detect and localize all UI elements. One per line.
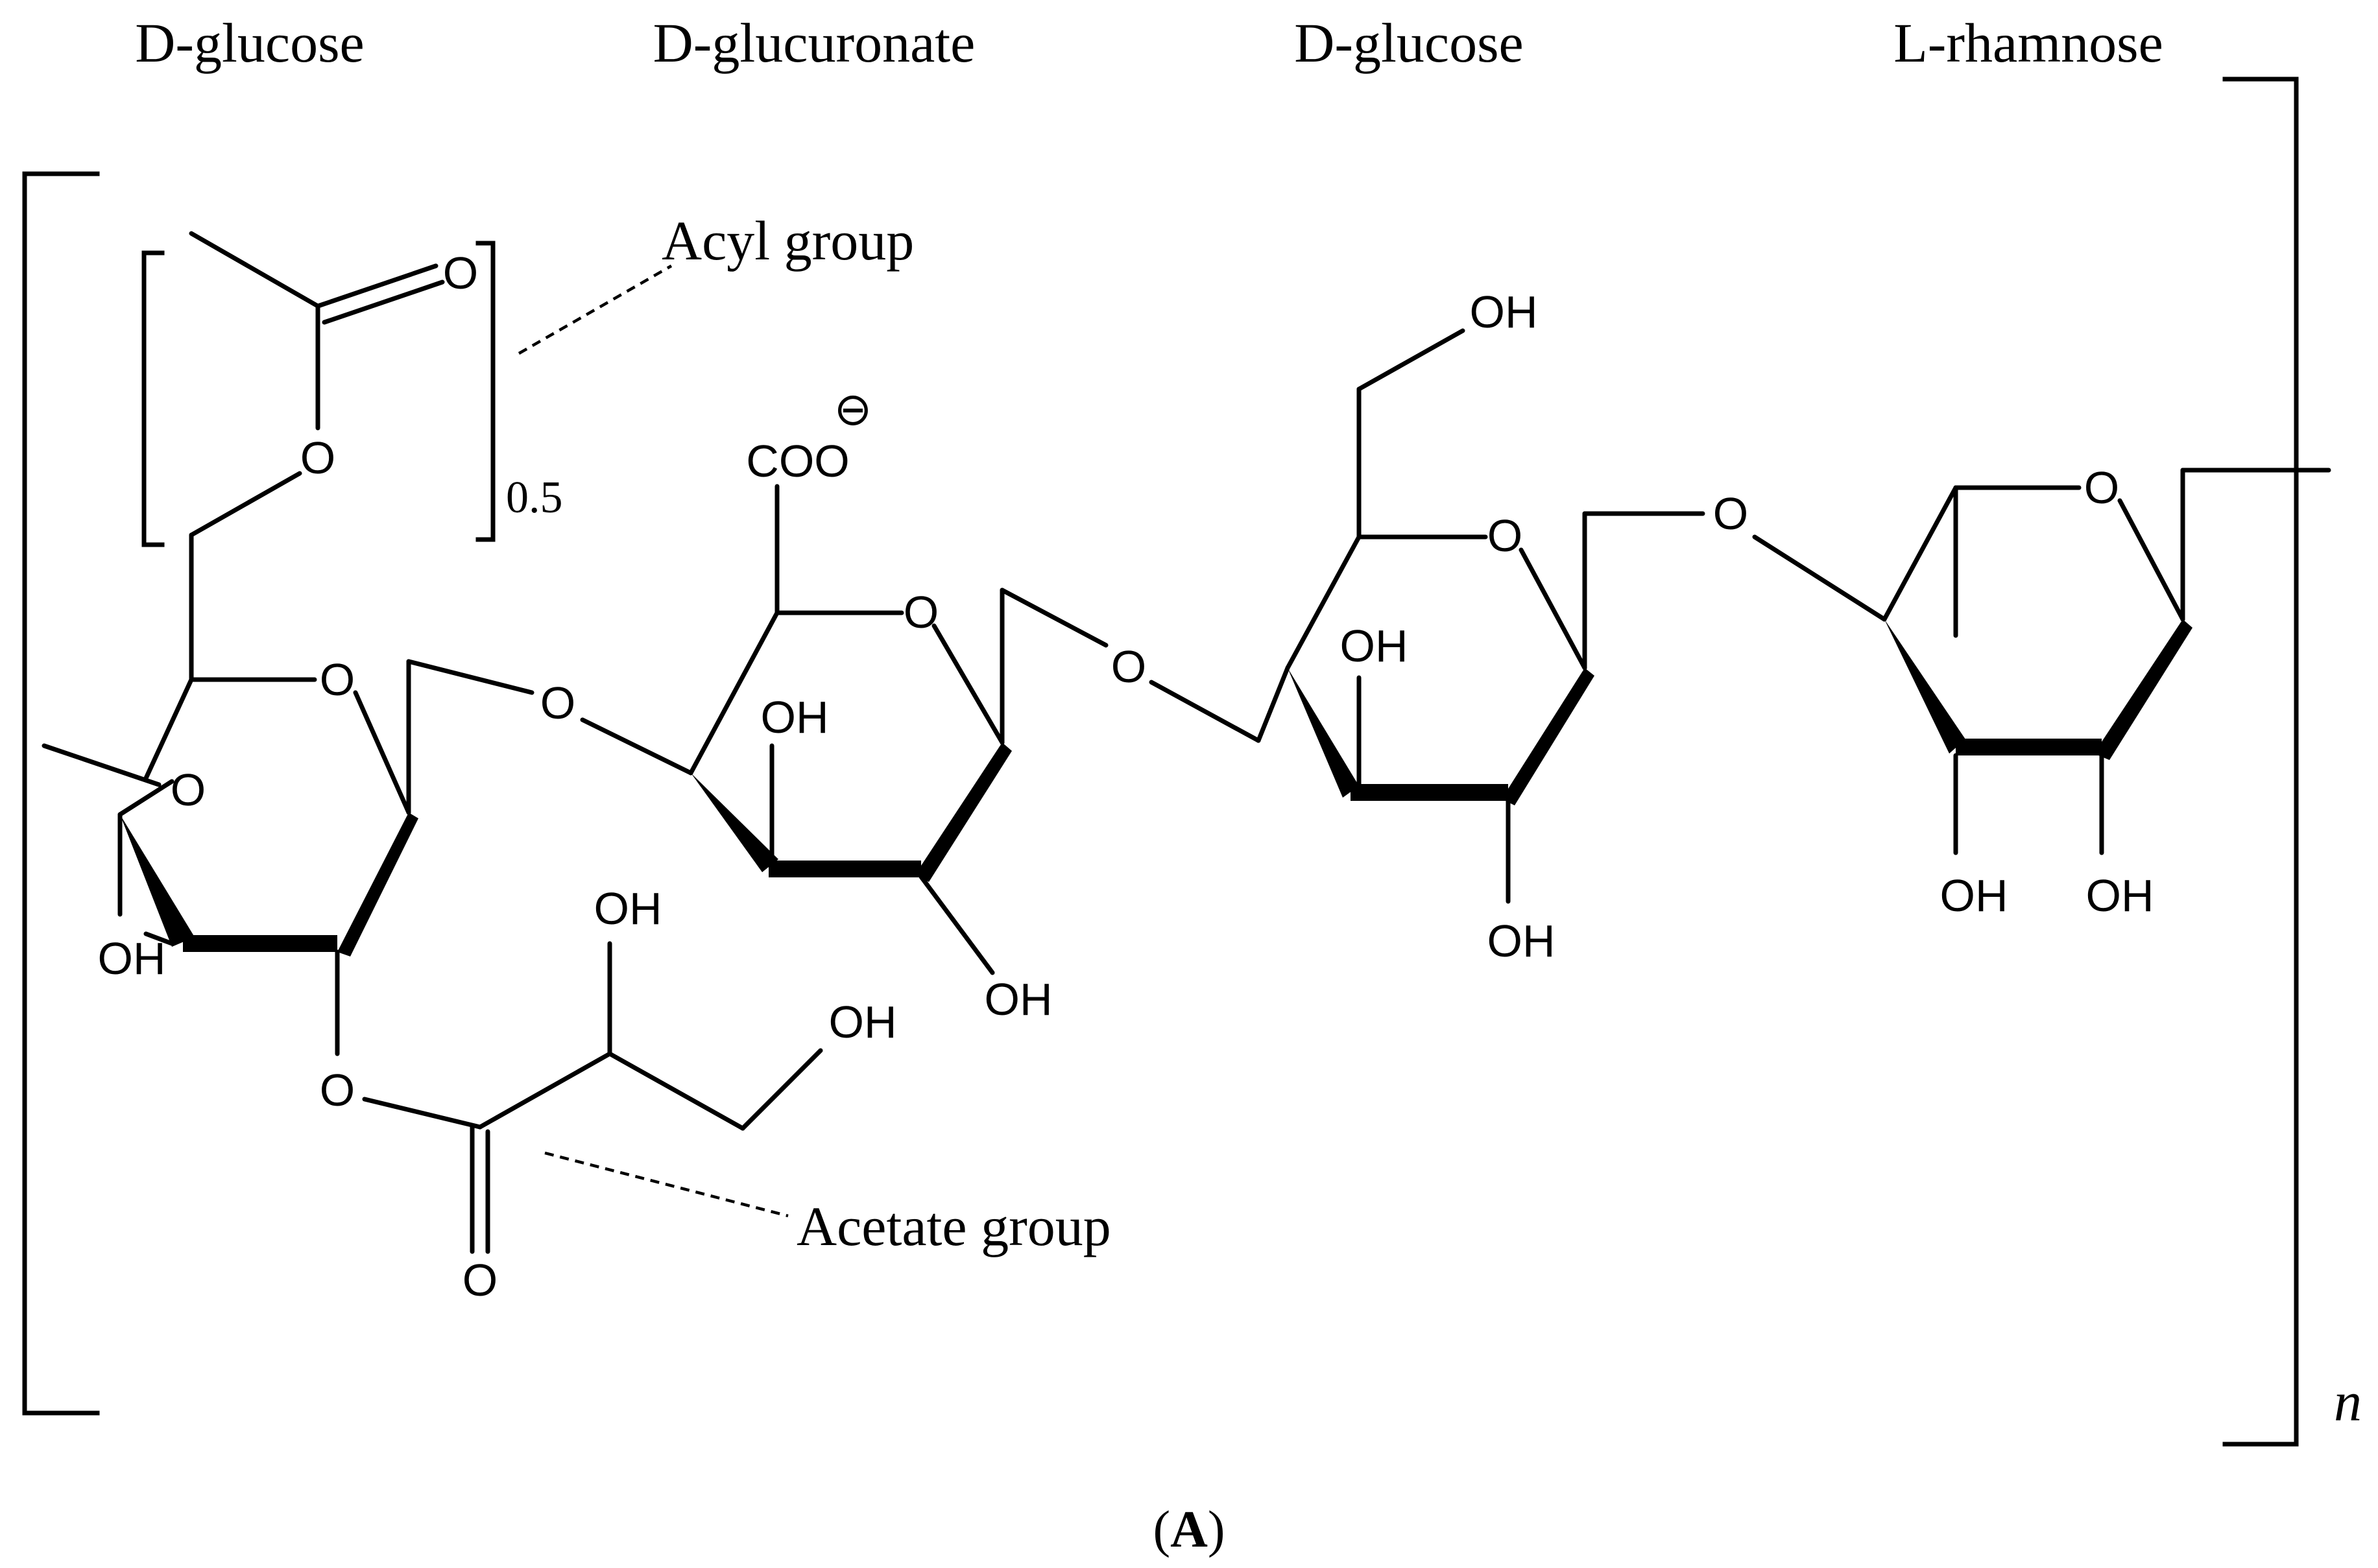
acyl-ester-oxygen: O	[300, 433, 335, 483]
g1-methyl-stub	[42, 743, 162, 787]
sugar-name-d-glucose-2: D-glucose	[1294, 12, 1523, 74]
g1-c4-oxygen: O	[171, 765, 206, 815]
caption-letter: A	[1170, 1501, 1208, 1558]
g2-c6-hydroxyl: OH	[1470, 287, 1538, 337]
gu-c4-c5-bond	[688, 610, 780, 776]
g1-c2-oh-bond	[143, 931, 174, 946]
acetate-group-label: Acetate group	[797, 1195, 1111, 1257]
gu-c1-o-bond	[1000, 588, 1109, 648]
d-glucose-ring-2: OH O OH OH	[1256, 287, 1705, 966]
linkage-2-bond-right	[1149, 680, 1261, 743]
right-repeat-bracket	[2222, 77, 2299, 1447]
gu-wedge-c4-c3	[691, 773, 778, 872]
linkage-1-oxygen: O	[540, 678, 575, 728]
repeat-unit-brackets	[22, 77, 2299, 1447]
g1-c4-ring-o-bond	[117, 779, 174, 817]
l-rhamnose-ring: O OH OH	[1882, 462, 2331, 921]
d-glucuronate-ring: COO ⊖ OH OH O	[688, 384, 1109, 1025]
g2-c4-c5-bond	[1256, 665, 1290, 743]
g2-c3-hydroxyl: OH	[1340, 621, 1408, 671]
acyl-carbonyl-oxygen: O	[443, 248, 478, 298]
g1-hydroxyl: OH	[98, 933, 166, 984]
repeat-subscript-n: n	[2334, 1370, 2362, 1432]
acetate-carbonyl-oxygen: O	[462, 1255, 498, 1305]
g1-o5-c1-bond	[353, 690, 411, 815]
d-glucose-ring-1: O O OH	[42, 532, 534, 1056]
linkage-3: O	[1713, 488, 1887, 622]
linkage-1-bond-right	[580, 717, 693, 776]
acetate-ester-oxygen: O	[320, 1065, 355, 1115]
g2-wedge-c2-c1	[1502, 668, 1594, 805]
acyl-left-bracket	[141, 250, 165, 547]
rh-wedge-c2-c1	[2094, 619, 2192, 760]
g1-wedge-c1	[337, 813, 418, 956]
acetate-o-c-bond	[362, 1097, 483, 1130]
acetate-ch2-oh-bond	[740, 1048, 823, 1131]
figure-caption: (A)	[1153, 1501, 1225, 1558]
gu-c3-hydroxyl: OH	[761, 692, 829, 742]
g1-ring-oxygen: O	[320, 654, 355, 705]
caption-close-paren: )	[1208, 1501, 1225, 1558]
acyl-group: O O 0.5 Acyl group	[141, 209, 914, 547]
g2-c5-ring-bond	[1285, 534, 1362, 671]
sugar-name-d-glucuronate: D-glucuronate	[653, 12, 976, 74]
gu-c2-oh-bond	[919, 874, 995, 975]
acetate-group: O O OH OH Acetate group	[320, 883, 1111, 1305]
acyl-right-bracket	[475, 241, 496, 542]
rh-c2-hydroxyl: OH	[2086, 870, 2154, 921]
g2-c2-hydroxyl: OH	[1487, 916, 1555, 966]
rh-c4-c5-bond	[1882, 485, 1958, 622]
g2-ring-oxygen: O	[1487, 510, 1522, 561]
acyl-methyl-bond	[189, 231, 320, 309]
sugar-name-l-rhamnose: L-rhamnose	[1893, 12, 2163, 74]
gu-wedge-c2-c1	[915, 742, 1012, 882]
gu-carboxylate: COO	[746, 436, 849, 486]
caption-open-paren: (	[1153, 1501, 1170, 1558]
g2-c6-oh-bond	[1356, 328, 1465, 392]
linkage-3-bond-right	[1752, 534, 1887, 622]
linkage-1: O	[540, 678, 693, 776]
acetate-annotation-leader	[544, 1151, 789, 1218]
linkage-3-oxygen: O	[1713, 488, 1748, 539]
acyl-o-ch2-bond	[189, 471, 302, 538]
linkage-2: O	[1111, 641, 1261, 743]
acyl-carbonyl-bond-1	[315, 263, 438, 309]
acetate-primary-hydroxyl: OH	[829, 997, 897, 1047]
g2-o5-c1-bond	[1519, 547, 1587, 671]
rh-o5-c1-bond	[2117, 498, 2185, 622]
g1-c1-ch2-bond	[406, 659, 534, 695]
sugar-name-d-glucose-1: D-glucose	[135, 12, 364, 74]
gu-ring-oxygen: O	[904, 587, 939, 637]
left-repeat-bracket	[22, 171, 100, 1416]
g2-wedge-c4-c3	[1288, 668, 1359, 798]
acetate-c-ch-bond	[477, 1051, 612, 1130]
sugar-names: D-glucose D-glucuronate D-glucose L-rham…	[135, 12, 2163, 74]
linkage-2-oxygen: O	[1111, 641, 1146, 692]
acyl-carbonyl-bond-2	[322, 279, 445, 325]
gu-o5-c1-bond	[931, 623, 1005, 745]
g1-c5-c4-bond	[143, 677, 194, 781]
acyl-fraction: 0.5	[506, 473, 563, 523]
g1-wedge-c3-c2	[120, 814, 195, 947]
gu-negative-charge: ⊖	[834, 384, 872, 434]
rh-c3-hydroxyl: OH	[1940, 870, 2008, 921]
acyl-group-label: Acyl group	[662, 209, 914, 272]
acetate-ch-ch2-bond	[607, 1051, 745, 1131]
acyl-annotation-leader	[518, 265, 673, 355]
rh-ring-oxygen: O	[2084, 462, 2119, 513]
rh-wedge-c4-c3	[1884, 619, 1965, 754]
acetate-secondary-hydroxyl: OH	[594, 883, 662, 934]
gu-c2-hydroxyl: OH	[985, 974, 1053, 1025]
